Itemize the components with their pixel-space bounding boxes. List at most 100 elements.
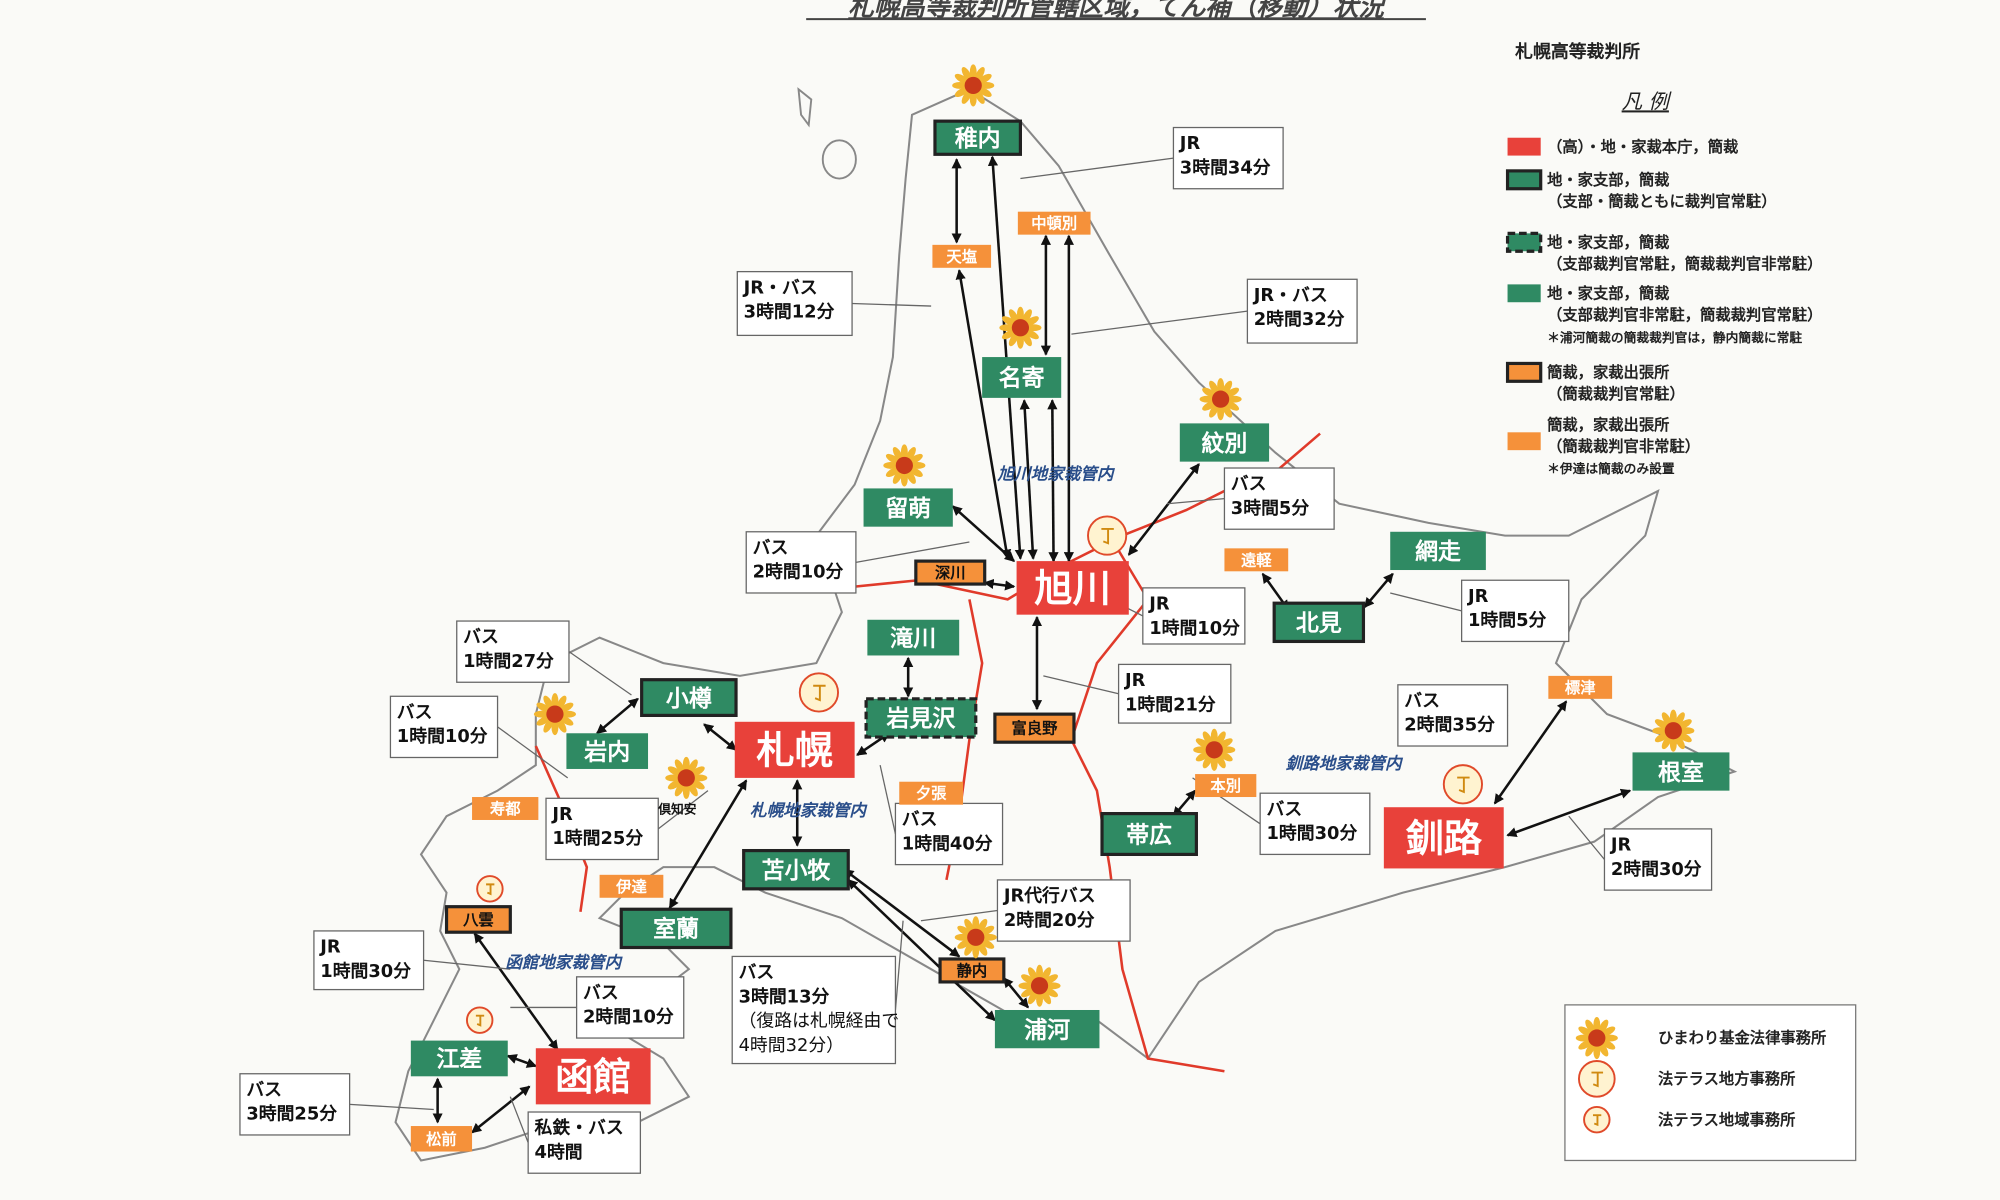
legend-text: 簡裁，家裁出張所 bbox=[1547, 416, 1669, 434]
court-node: 苫小牧 bbox=[742, 848, 850, 891]
leader-line bbox=[855, 541, 970, 564]
district-label-hakodate: 函館地家裁管内 bbox=[505, 953, 623, 972]
node-label: 稚内 bbox=[955, 126, 1001, 152]
legend-heading: 凡 例 bbox=[1622, 89, 1673, 113]
transport-mode: バス bbox=[397, 702, 433, 723]
sunflower-icon bbox=[999, 306, 1042, 349]
node-box bbox=[899, 781, 964, 805]
node-label: 根室 bbox=[1658, 759, 1704, 786]
travel-time: 1時間27分 bbox=[463, 651, 554, 672]
travel-time-box bbox=[575, 976, 685, 1039]
legend: 凡 例 （高）・地・家裁本庁，簡裁地・家支部，簡裁（支部・簡裁ともに裁判官常駐）… bbox=[1505, 89, 1822, 477]
route-arrow bbox=[843, 868, 961, 958]
node-box bbox=[619, 907, 733, 950]
travel-time-box bbox=[731, 955, 897, 1065]
travel-time-box bbox=[894, 802, 1004, 866]
transport-mode: バス bbox=[246, 1079, 282, 1100]
route-arrow bbox=[596, 697, 639, 735]
node-label: 本別 bbox=[1210, 777, 1241, 795]
leader-line bbox=[1390, 592, 1462, 612]
node-label: 浦河 bbox=[1024, 1016, 1070, 1043]
leader-line bbox=[852, 302, 932, 307]
symbol-legend-label: ひまわり基金法律事務所 bbox=[1658, 1029, 1826, 1047]
route-arrow bbox=[668, 779, 748, 910]
leader-line bbox=[894, 920, 904, 1011]
transport-mode: 私鉄・バス bbox=[535, 1117, 624, 1139]
transport-mode: JR bbox=[1124, 670, 1146, 691]
route-arrow bbox=[1172, 789, 1197, 818]
symbol-legend-item: ひまわり基金法律事務所 bbox=[1575, 1017, 1826, 1060]
court-node: 函館 bbox=[535, 1048, 651, 1105]
leader-line bbox=[423, 959, 511, 970]
houterasu-regional-icon bbox=[1442, 764, 1483, 805]
court-node: 釧路 bbox=[1383, 807, 1504, 869]
travel-time: 1時間5分 bbox=[1468, 610, 1547, 631]
sunflower-icon bbox=[1199, 378, 1242, 421]
route-arrow bbox=[473, 932, 559, 1051]
district-label-asahikawa: 旭川地家裁管内 bbox=[996, 464, 1115, 483]
route-arrow bbox=[1493, 700, 1568, 805]
travel-time-box bbox=[527, 1111, 642, 1174]
travel-time: （復路は札幌経由で bbox=[739, 1011, 900, 1032]
travel-time-box bbox=[1603, 828, 1713, 891]
court-node: 留萌 bbox=[863, 488, 953, 527]
transport-mode: JR代行バス bbox=[1003, 885, 1096, 907]
node-box bbox=[982, 357, 1062, 398]
travel-time: 3時間12分 bbox=[744, 302, 835, 323]
node-box bbox=[742, 848, 850, 891]
transport-mode: バス bbox=[1404, 690, 1440, 711]
travel-time-box bbox=[1172, 126, 1284, 190]
legend-item-branch-dashed: 地・家支部，簡裁（支部裁判官常駐，簡裁裁判官非常駐） bbox=[1505, 231, 1822, 273]
node-label: 天塩 bbox=[946, 248, 977, 266]
node-label: 静内 bbox=[957, 962, 988, 980]
legend-text: （支部・簡裁ともに裁判官常駐） bbox=[1547, 193, 1776, 211]
node-box bbox=[932, 244, 992, 268]
node-box bbox=[410, 1126, 473, 1152]
court-node: 本別 bbox=[1195, 774, 1257, 798]
route-arrow bbox=[471, 1085, 531, 1134]
court-node: 浦河 bbox=[994, 1009, 1100, 1049]
court-name: 札幌高等裁判所 bbox=[1514, 40, 1640, 62]
leader-line bbox=[920, 909, 998, 922]
node-label: 名寄 bbox=[999, 365, 1045, 392]
travel-time: 2時間20分 bbox=[1004, 910, 1095, 931]
leader-line bbox=[349, 1103, 434, 1111]
sunflower-icon bbox=[883, 444, 926, 487]
legend-swatch bbox=[1507, 284, 1541, 303]
travel-time-box bbox=[545, 797, 659, 861]
node-box bbox=[535, 1048, 651, 1105]
node-label: 苫小牧 bbox=[762, 857, 832, 884]
place-label-kutchan: 倶知安 bbox=[657, 802, 696, 818]
route-arrow bbox=[1506, 788, 1632, 838]
legend-text: ＊伊達は簡裁のみ設置 bbox=[1547, 461, 1675, 477]
transport-mode: バス bbox=[1267, 799, 1303, 820]
legend-swatch bbox=[1507, 432, 1541, 451]
court-node: 静内 bbox=[938, 957, 1006, 984]
sunflower-icon bbox=[954, 916, 997, 959]
leader-line bbox=[1043, 675, 1119, 695]
travel-time: 3時間13分 bbox=[739, 986, 830, 1007]
node-box bbox=[1195, 774, 1257, 798]
transport-mode: JR・バス bbox=[743, 277, 818, 298]
node-label: 八雲 bbox=[463, 911, 494, 929]
sunflower-icon bbox=[952, 64, 995, 107]
node-box bbox=[1272, 601, 1366, 644]
node-box bbox=[867, 619, 960, 656]
transport-mode: JR bbox=[551, 804, 573, 825]
court-node: 八雲 bbox=[444, 905, 512, 934]
travel-time-box bbox=[313, 930, 425, 991]
travel-time-box bbox=[1223, 467, 1335, 530]
node-box bbox=[410, 1040, 508, 1077]
node-label: 松前 bbox=[426, 1130, 457, 1148]
court-node: 深川 bbox=[914, 559, 987, 586]
legend-text: 地・家支部，簡裁 bbox=[1547, 171, 1670, 189]
